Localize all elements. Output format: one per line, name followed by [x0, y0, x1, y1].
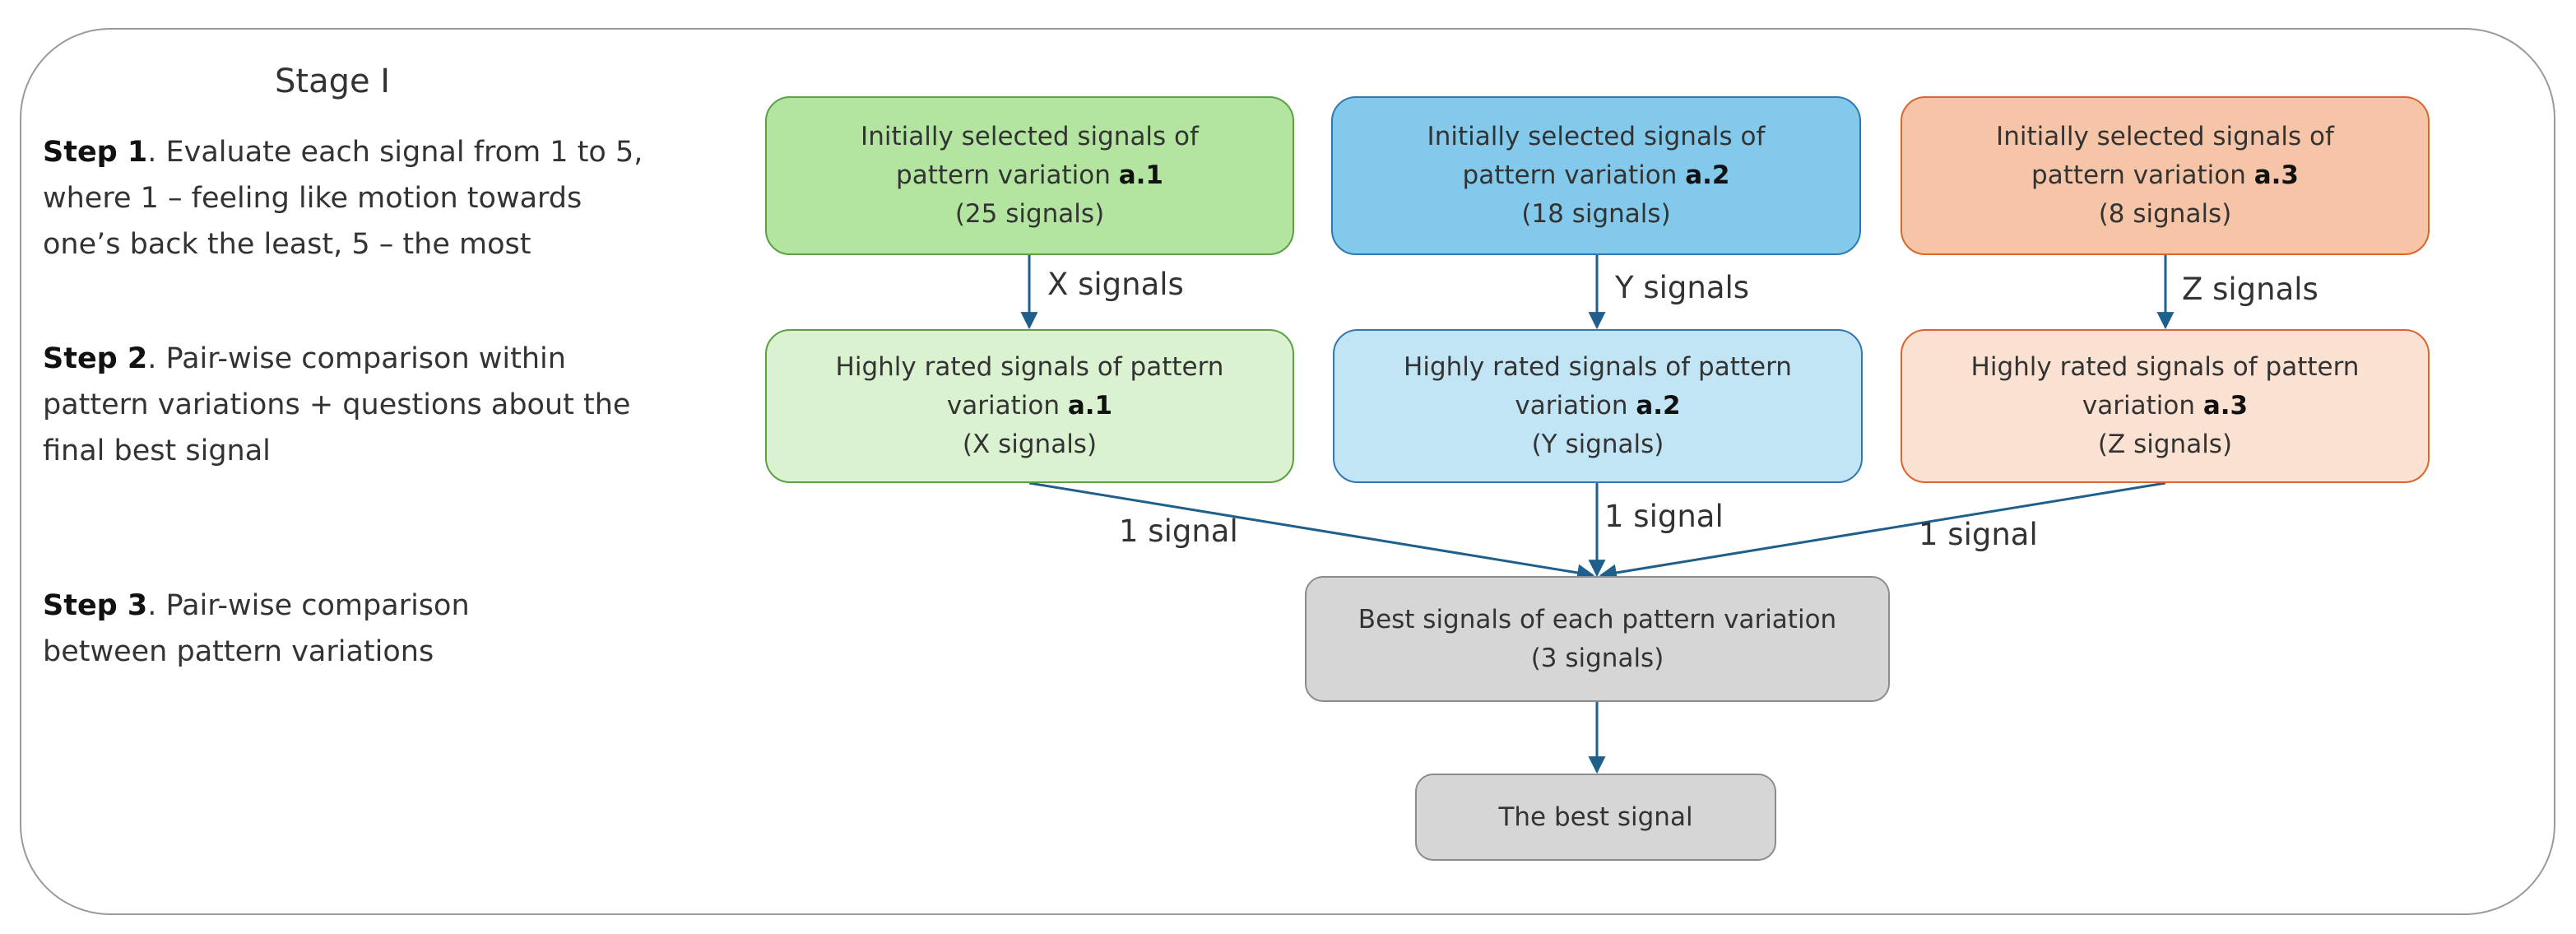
rated-box-a1: Highly rated signals of pattern variatio…: [765, 329, 1294, 483]
rated-a1-line-1: Highly rated signals of pattern: [835, 352, 1224, 382]
initial-a1-count: (25 signals): [954, 199, 1105, 229]
step-2-line-2: pattern variations + questions about the: [43, 388, 631, 421]
best-signal-box: The best signal: [1415, 774, 1776, 861]
rated-a3-line-1: Highly rated signals of pattern: [1970, 352, 2360, 382]
initial-box-a1: Initially selected signals of pattern va…: [765, 96, 1294, 255]
initial-a1-line-1: Initially selected signals of: [861, 122, 1199, 151]
rated-a2-variation: a.2: [1636, 391, 1681, 421]
best-each-line-2: (3 signals): [1530, 643, 1664, 673]
step-1-line-1: . Evaluate each signal from 1 to 5,: [147, 136, 643, 169]
initial-a3-prefix: pattern variation: [2031, 160, 2254, 190]
stage-frame: [20, 28, 2555, 915]
arrow-rated-a3-to-best: [1599, 481, 2166, 582]
initial-a3-line-1: Initially selected signals of: [1996, 122, 2334, 151]
rated-a3-variation: a.3: [2202, 391, 2249, 421]
step-3-label: Step 3: [43, 589, 148, 622]
label-y-signals: Y signals: [1615, 270, 1750, 305]
step-1-line-3: one’s back the least, 5 – the most: [43, 228, 531, 261]
initial-a2-line-1: Initially selected signals of: [1427, 122, 1766, 151]
initial-a2-count: (18 signals): [1521, 199, 1671, 229]
best-signal-label: The best signal: [1498, 802, 1693, 832]
rated-a2-line-1: Highly rated signals of pattern: [1404, 352, 1792, 382]
rated-box-a3: Highly rated signals of pattern variatio…: [1901, 329, 2430, 483]
rated-a1-prefix: variation: [946, 391, 1068, 421]
initial-a2-variation: a.2: [1685, 160, 1730, 190]
arrow-rated-a1-to-best: [1028, 481, 1595, 582]
label-one-signal-right: 1 signal: [1919, 517, 2038, 552]
step-3-text: Step 3. Pair-wise comparison between pat…: [43, 583, 470, 675]
step-1-text: Step 1. Evaluate each signal from 1 to 5…: [43, 129, 643, 267]
initial-a2-prefix: pattern variation: [1462, 160, 1686, 190]
step-2-text: Step 2. Pair-wise comparison within patt…: [43, 336, 630, 474]
step-3-line-2: between pattern variations: [43, 635, 434, 668]
label-x-signals: X signals: [1047, 267, 1184, 302]
label-z-signals: Z signals: [2182, 272, 2318, 307]
best-each-line-1: Best signals of each pattern variation: [1358, 604, 1837, 634]
initial-a1-variation: a.1: [1118, 160, 1163, 190]
rated-a1-variation: a.1: [1067, 391, 1113, 421]
stage-title: Stage I: [275, 63, 391, 100]
step-2-label: Step 2: [43, 342, 148, 375]
step-3-line-1: . Pair-wise comparison: [147, 589, 470, 622]
best-each-box: Best signals of each pattern variation (…: [1305, 576, 1890, 702]
rated-a2-prefix: variation: [1515, 391, 1636, 421]
initial-a3-variation: a.3: [2253, 160, 2299, 190]
initial-a3-count: (8 signals): [2098, 199, 2232, 229]
step-2-line-1: . Pair-wise comparison within: [147, 342, 566, 375]
step-2-line-3: final best signal: [43, 434, 271, 467]
initial-box-a3: Initially selected signals of pattern va…: [1901, 96, 2430, 255]
rated-a3-count: (Z signals): [2097, 430, 2233, 459]
step-1-line-2: where 1 – feeling like motion towards: [43, 182, 583, 215]
step-1-label: Step 1: [43, 136, 148, 169]
rated-a3-prefix: variation: [2082, 391, 2203, 421]
rated-a1-count: (X signals): [962, 430, 1098, 459]
label-one-signal-middle: 1 signal: [1604, 499, 1724, 534]
rated-a2-count: (Y signals): [1531, 430, 1664, 459]
initial-a1-prefix: pattern variation: [896, 160, 1119, 190]
initial-box-a2: Initially selected signals of pattern va…: [1331, 96, 1861, 255]
rated-box-a2: Highly rated signals of pattern variatio…: [1333, 329, 1863, 483]
label-one-signal-left: 1 signal: [1119, 513, 1238, 549]
